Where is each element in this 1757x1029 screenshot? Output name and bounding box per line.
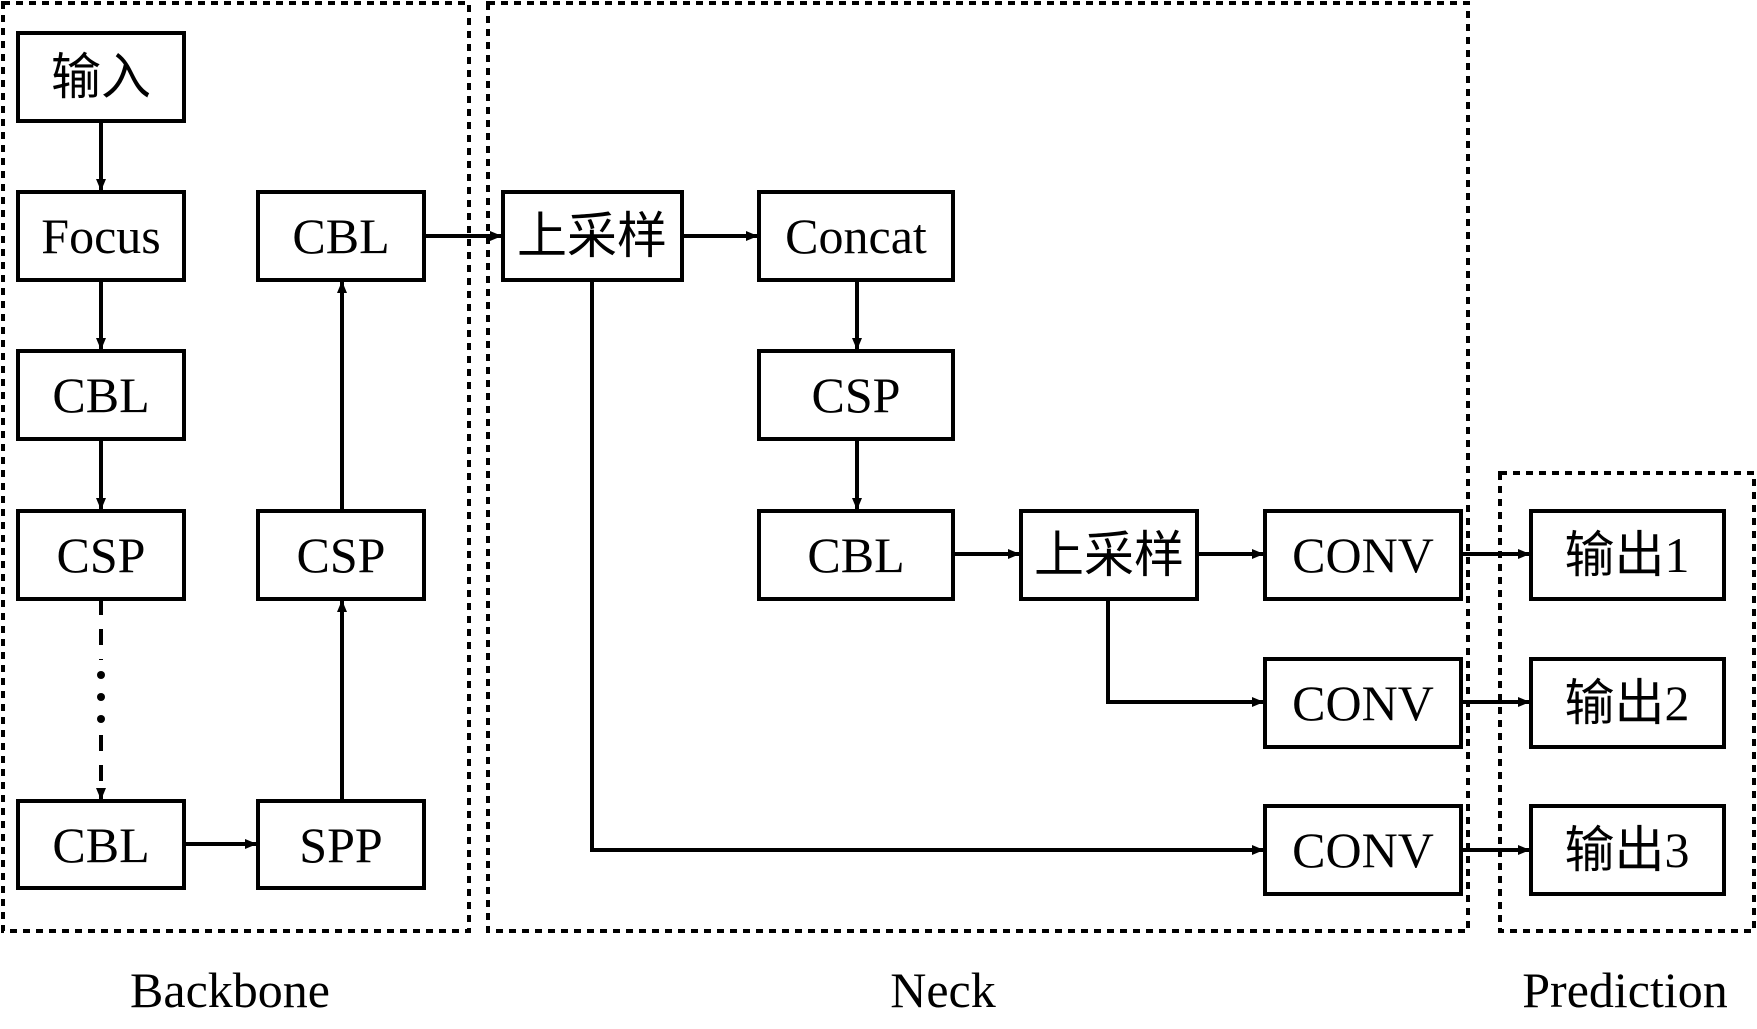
node-cbl-1-label: CBL <box>52 367 149 423</box>
node-output-2-label: 输出2 <box>1565 675 1690 731</box>
node-conv-3: CONV <box>1263 804 1463 896</box>
node-upsample-1-label: 上采样 <box>517 208 667 264</box>
node-input: 输入 <box>16 31 186 123</box>
node-focus: Focus <box>16 190 186 282</box>
node-spp-label: SPP <box>299 817 382 873</box>
node-concat: Concat <box>757 190 955 282</box>
edge-upsample2-conv2 <box>1106 599 1264 707</box>
node-cbl-3-label: CBL <box>292 208 389 264</box>
prediction-label: Prediction <box>1522 962 1728 1018</box>
node-cbl-4-label: CBL <box>807 527 904 583</box>
node-conv-1: CONV <box>1263 509 1463 601</box>
node-output-2: 输出2 <box>1529 657 1726 749</box>
node-csp-2: CSP <box>256 509 426 601</box>
node-input-label: 输入 <box>51 49 151 105</box>
neck-region <box>486 1 1470 933</box>
node-cbl-1: CBL <box>16 349 186 441</box>
node-spp: SPP <box>256 799 426 890</box>
node-conv-1-label: CONV <box>1292 527 1434 583</box>
ellipsis-dot-2 <box>97 693 105 701</box>
node-conv-3-label: CONV <box>1292 822 1434 878</box>
node-csp-2-label: CSP <box>297 527 386 583</box>
node-cbl-2-label: CBL <box>52 817 149 873</box>
node-upsample-1: 上采样 <box>501 190 684 282</box>
node-output-1: 输出1 <box>1529 509 1726 601</box>
backbone-label: Backbone <box>130 962 330 1018</box>
node-cbl-4: CBL <box>757 509 955 601</box>
prediction-region <box>1498 471 1756 933</box>
node-conv-2: CONV <box>1263 657 1463 749</box>
edges <box>96 121 1530 855</box>
node-output-1-label: 输出1 <box>1565 527 1690 583</box>
node-focus-label: Focus <box>41 208 160 264</box>
node-cbl-3: CBL <box>256 190 426 282</box>
node-csp-3: CSP <box>757 349 955 441</box>
node-csp-1: CSP <box>16 509 186 601</box>
node-conv-2-label: CONV <box>1292 675 1434 731</box>
node-concat-label: Concat <box>785 208 927 264</box>
edge-upsample1-conv3 <box>590 281 1264 855</box>
node-output-3-label: 输出3 <box>1565 822 1690 878</box>
node-output-3: 输出3 <box>1529 804 1726 896</box>
node-csp-1-label: CSP <box>57 527 146 583</box>
node-upsample-2-label: 上采样 <box>1034 527 1184 583</box>
neck-label: Neck <box>890 962 996 1018</box>
ellipsis-dot-3 <box>97 715 105 723</box>
node-csp-3-label: CSP <box>812 367 901 423</box>
ellipsis-dot-1 <box>97 671 105 679</box>
backbone-region <box>1 1 471 933</box>
node-cbl-2: CBL <box>16 799 186 890</box>
node-upsample-2: 上采样 <box>1019 509 1199 601</box>
